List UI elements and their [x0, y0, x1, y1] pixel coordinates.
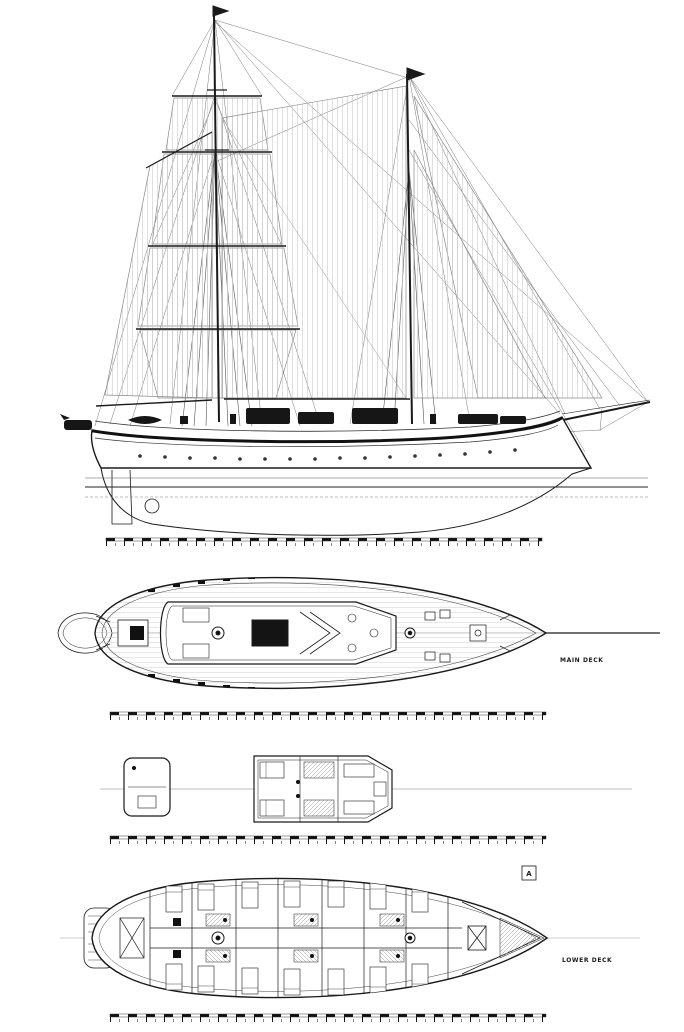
- deck-structures: [60, 408, 526, 430]
- berth: [283, 880, 301, 908]
- masthead-pennant: [212, 5, 230, 17]
- detail-scale-bar: [109, 835, 547, 845]
- deckhouse-interior-plan: [253, 755, 393, 823]
- aft-deck-fittings: [117, 619, 149, 647]
- main-deck-label: MAIN DECK: [560, 657, 604, 664]
- wet-area: [303, 799, 335, 817]
- berth: [259, 761, 285, 779]
- detail-marker-a: A: [521, 865, 537, 881]
- berth: [241, 881, 259, 909]
- berth: [343, 800, 375, 815]
- fore-peak: [461, 901, 545, 975]
- lower-deck-scale-bar: [109, 1013, 547, 1023]
- berth: [343, 763, 375, 778]
- propeller: [144, 498, 160, 514]
- fore-pennant: [406, 67, 426, 81]
- lower-mast-marks: [211, 931, 416, 945]
- main-deck-scale-bar: [109, 711, 547, 721]
- wet-area: [303, 761, 335, 779]
- berth: [411, 885, 429, 913]
- lower-deck-label: LOWER DECK: [562, 957, 612, 964]
- deckhouse-detail-plan: [100, 755, 632, 845]
- lower-deck-plan: A LOWER DECK: [60, 865, 640, 1023]
- fore-deck-fittings: [424, 609, 517, 663]
- bowsprit: [557, 401, 651, 422]
- profile-sail-plan-view: [60, 5, 651, 547]
- fore-mast: [406, 73, 413, 425]
- berth: [369, 882, 387, 910]
- wet-area: [293, 913, 319, 927]
- main-deck-plan: MAIN DECK: [57, 576, 660, 721]
- between-mast-sail: [221, 85, 407, 399]
- waterlines: [85, 477, 648, 498]
- spars: [95, 5, 651, 425]
- lower-deck-interior: [119, 878, 545, 998]
- profile-scale-bar: [105, 537, 543, 547]
- aft-gaff-sail: [104, 131, 213, 399]
- wet-area: [205, 913, 231, 927]
- berth: [327, 880, 345, 908]
- berth: [165, 885, 183, 913]
- jib-sail-inner: [413, 149, 546, 399]
- aft-module-plan: [123, 757, 171, 817]
- berth: [197, 883, 215, 911]
- skylight: [251, 619, 289, 647]
- wet-area: [379, 913, 405, 927]
- portholes: [138, 448, 517, 461]
- detail-marker-a-label: A: [526, 870, 532, 878]
- mast-plan-marks: [211, 626, 416, 640]
- main-mast: [213, 15, 220, 423]
- hull-profile: [60, 408, 648, 536]
- sails: [104, 85, 603, 399]
- deckhouse-plan: [159, 601, 397, 665]
- aft-space: [119, 917, 145, 959]
- berth: [259, 799, 285, 817]
